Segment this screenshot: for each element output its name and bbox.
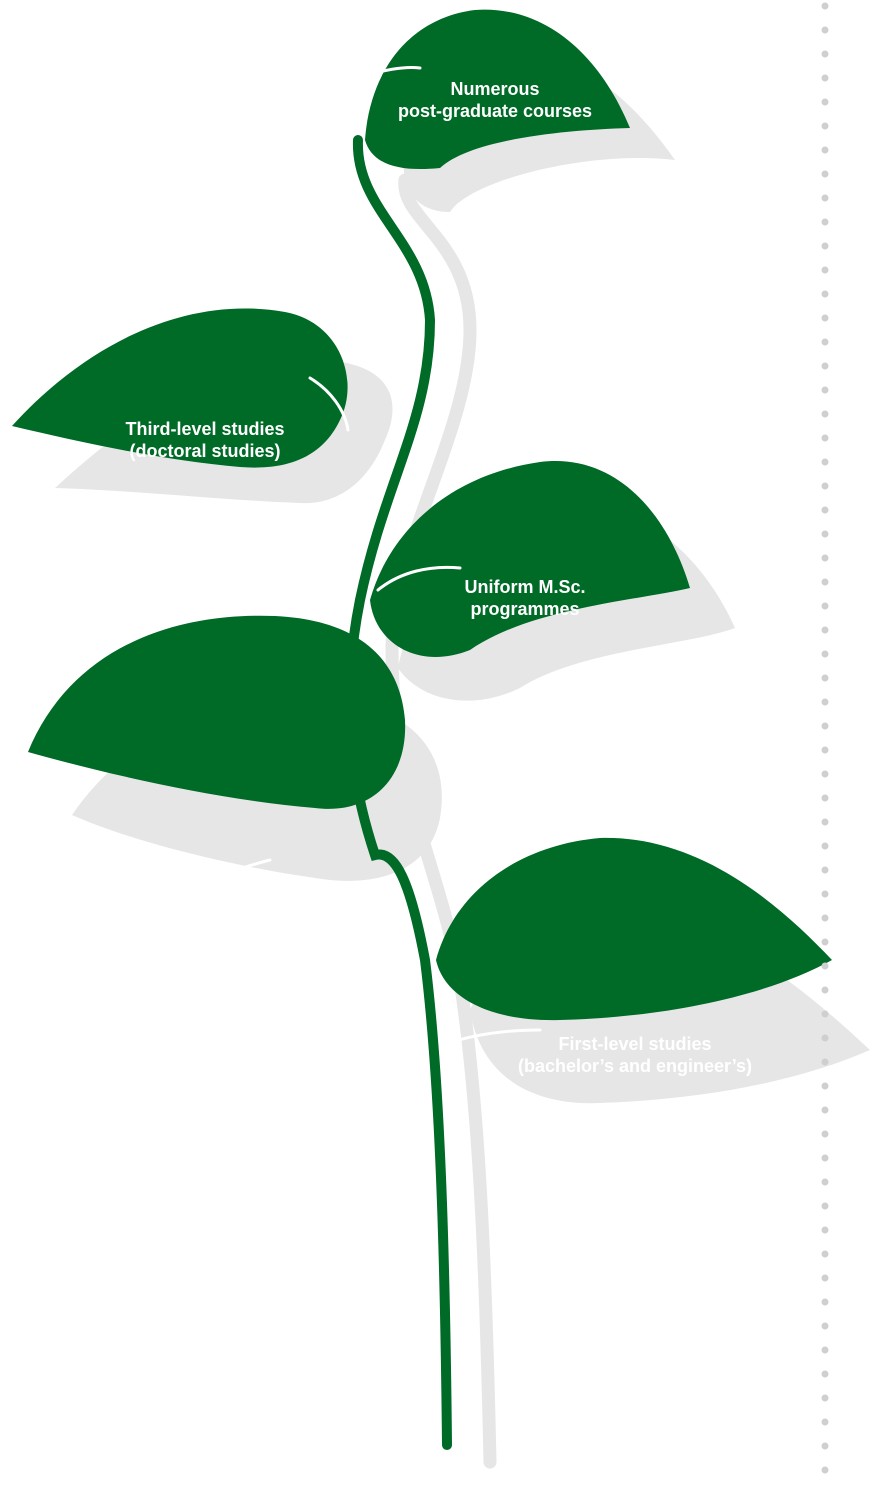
divider-dot xyxy=(821,386,829,394)
divider-dot xyxy=(821,1442,829,1450)
divider-dot xyxy=(821,1010,829,1018)
label-line2: (doctoral studies) xyxy=(129,441,281,461)
divider-dot xyxy=(821,1178,829,1186)
divider-dot xyxy=(821,890,829,898)
divider-dot xyxy=(821,866,829,874)
divider-dot xyxy=(821,1106,829,1114)
label-first-level: First-level studies (bachelor’s and engi… xyxy=(485,1033,785,1077)
divider-dot xyxy=(821,1202,829,1210)
divider-dot xyxy=(821,602,829,610)
divider-dot xyxy=(821,290,829,298)
label-line1: Numerous xyxy=(450,79,540,99)
divider-dot xyxy=(821,818,829,826)
divider-dot xyxy=(821,434,829,442)
divider-dot xyxy=(821,266,829,274)
divider-dot xyxy=(821,1322,829,1330)
vein-first xyxy=(438,1028,542,1048)
divider-dot xyxy=(821,482,829,490)
divider-dot xyxy=(821,770,829,778)
vein-msc xyxy=(376,565,462,592)
leaf-second-level xyxy=(28,615,406,809)
divider-dot xyxy=(821,938,829,946)
divider-dot xyxy=(821,1466,829,1474)
divider-dot xyxy=(821,26,829,34)
divider-dot xyxy=(821,458,829,466)
divider-dot xyxy=(821,2,829,10)
divider-dot xyxy=(821,722,829,730)
label-post-graduate: Numerous post-graduate courses xyxy=(360,78,630,122)
divider-dot xyxy=(821,578,829,586)
label-line2: studies (M.Sc.) xyxy=(196,931,324,951)
divider-dot xyxy=(821,1370,829,1378)
divider-dot xyxy=(821,650,829,658)
divider-dot xyxy=(821,194,829,202)
divider-dot xyxy=(821,1274,829,1282)
divider-dot xyxy=(821,1226,829,1234)
divider-dot xyxy=(821,914,829,922)
label-line1: Second-level xyxy=(204,909,316,929)
divider-dot xyxy=(821,842,829,850)
dotted-divider xyxy=(821,2,829,1474)
divider-dot xyxy=(821,410,829,418)
leaves xyxy=(12,9,832,1021)
divider-dot xyxy=(821,146,829,154)
label-line1: Uniform M.Sc. xyxy=(464,577,586,597)
divider-dot xyxy=(821,362,829,370)
divider-dot xyxy=(821,218,829,226)
divider-dot xyxy=(821,554,829,562)
vein-third xyxy=(308,376,350,432)
divider-dot xyxy=(821,170,829,178)
leaf-veins xyxy=(153,66,542,1048)
divider-dot xyxy=(821,314,829,322)
label-line2: post-graduate courses xyxy=(397,101,593,121)
leaf-first-level xyxy=(436,837,832,1021)
leaf-top xyxy=(365,9,630,170)
label-msc-uniform: Uniform M.Sc. programmes xyxy=(415,576,635,620)
label-third-level: Third-level studies (doctoral studies) xyxy=(90,418,320,462)
divider-dot xyxy=(821,74,829,82)
divider-dot xyxy=(821,746,829,754)
divider-dot xyxy=(821,1058,829,1066)
divider-dot xyxy=(821,122,829,130)
divider-dot xyxy=(821,1346,829,1354)
divider-dot xyxy=(821,1154,829,1162)
divider-dot xyxy=(821,506,829,514)
divider-dot xyxy=(821,338,829,346)
divider-dot xyxy=(821,1034,829,1042)
divider-dot xyxy=(821,1082,829,1090)
divider-dot xyxy=(821,626,829,634)
label-line2: (bachelor’s and engineer’s) xyxy=(517,1056,753,1076)
leaf-third-level xyxy=(12,308,348,468)
divider-dot xyxy=(821,674,829,682)
divider-dot xyxy=(821,794,829,802)
divider-dot xyxy=(821,1130,829,1138)
divider-dot xyxy=(821,242,829,250)
divider-dot xyxy=(821,1298,829,1306)
label-second-level: Second-level studies (M.Sc.) xyxy=(150,908,370,952)
divider-dot xyxy=(821,50,829,58)
label-line1: First-level studies xyxy=(558,1034,712,1054)
divider-dot xyxy=(821,962,829,970)
divider-dot xyxy=(821,1250,829,1258)
divider-dot xyxy=(821,1394,829,1402)
divider-dot xyxy=(821,1418,829,1426)
divider-dot xyxy=(821,986,829,994)
label-line1: Third-level studies xyxy=(125,419,285,439)
divider-dot xyxy=(821,530,829,538)
leaf-msc xyxy=(370,461,690,657)
divider-dot xyxy=(821,698,829,706)
vein-second xyxy=(153,858,272,917)
label-line2: programmes xyxy=(470,599,580,619)
divider-dot xyxy=(821,98,829,106)
vein-top xyxy=(360,66,422,80)
